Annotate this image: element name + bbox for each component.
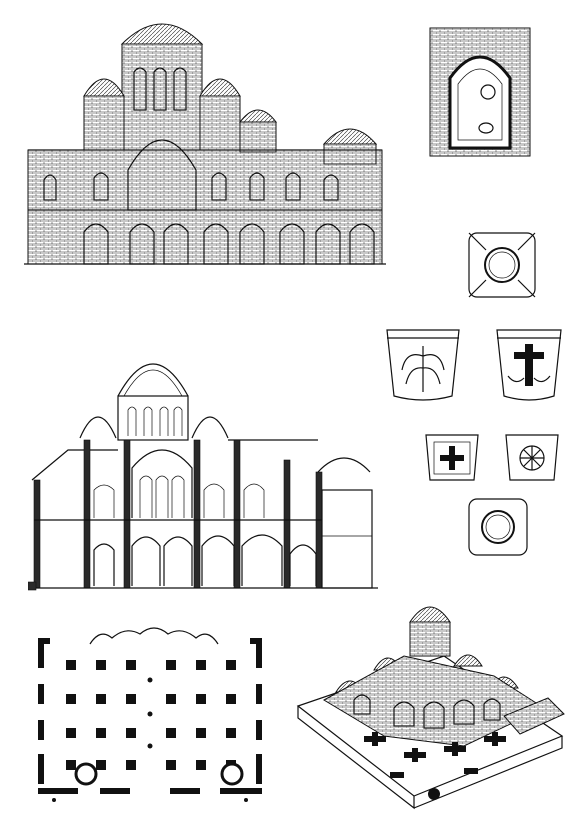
- section-lower-arches: [93, 534, 317, 586]
- plan-piers: [66, 660, 236, 770]
- plan-columns: [52, 677, 248, 802]
- ground-arcade: [83, 223, 375, 265]
- upper-windows: [43, 172, 339, 201]
- axon-arches: [353, 694, 501, 729]
- section-drum-windows: [127, 406, 183, 436]
- impost-right: [505, 434, 559, 481]
- floor-plan: [38, 627, 262, 802]
- axon-piers: [364, 732, 506, 800]
- impost-left: [425, 434, 479, 481]
- facade-elevation: [24, 23, 386, 265]
- capital-bottom: [468, 498, 528, 556]
- plan-walls: [38, 638, 262, 794]
- capital-top: [468, 232, 536, 298]
- drum-windows: [133, 67, 187, 111]
- axonometric: [296, 606, 565, 810]
- section-upper-arches: [93, 449, 265, 518]
- capital-left: [386, 329, 460, 401]
- window-detail: [429, 27, 531, 157]
- section: [28, 363, 378, 591]
- capital-right: [496, 329, 562, 401]
